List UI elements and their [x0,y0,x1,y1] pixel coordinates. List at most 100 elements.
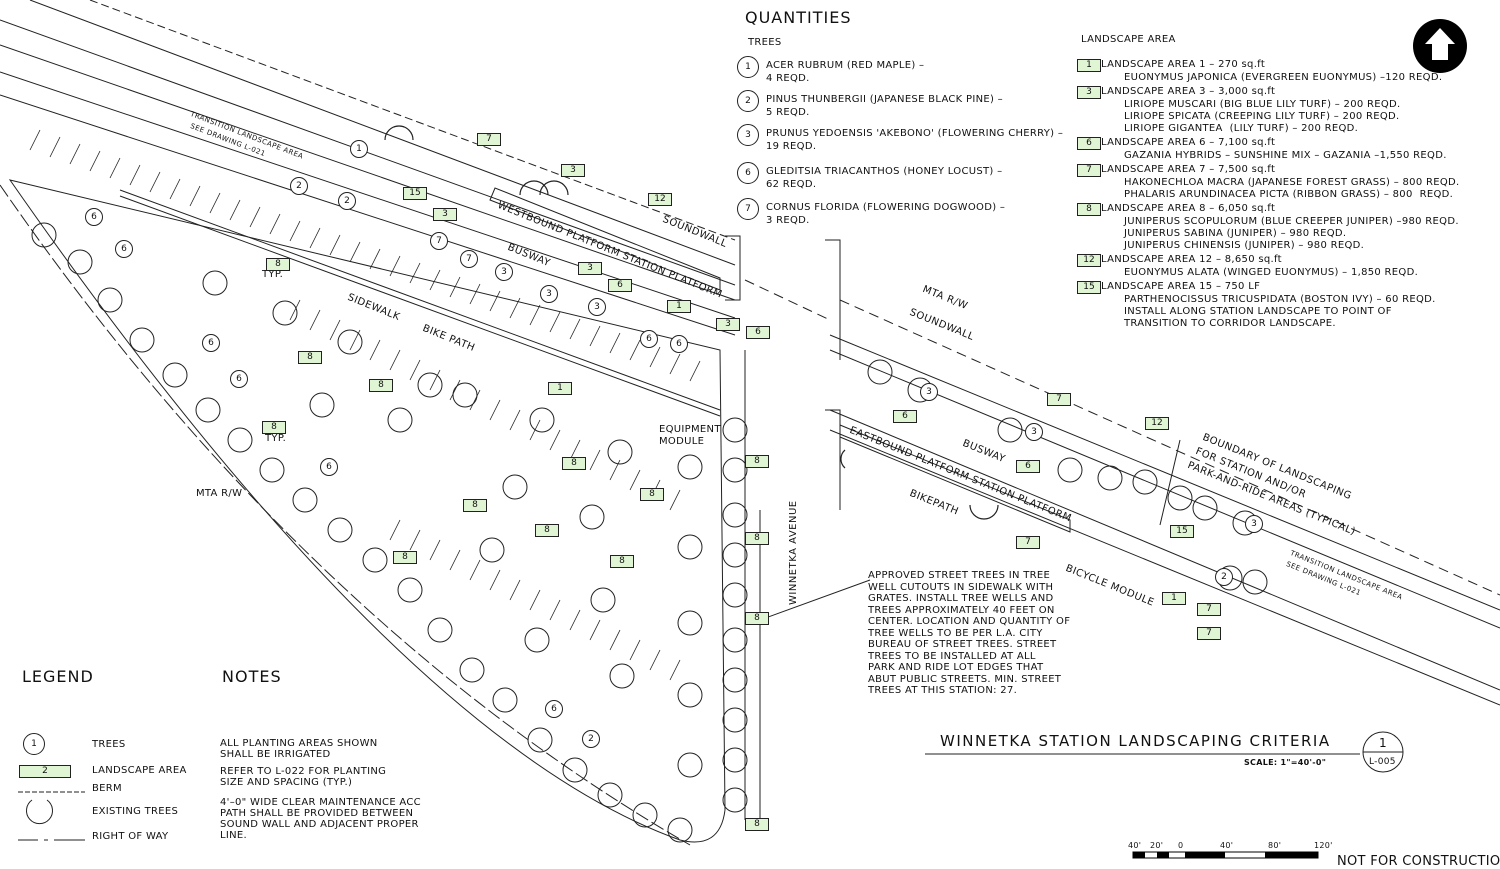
tree-symbol [337,329,363,355]
street-note-line: TREES APPROXIMATELY 40 FEET ON [868,604,1055,616]
area-quantity-item: PHALARIS ARUNDINACEA PICTA (RIBBON GRASS… [1124,189,1454,200]
tree-quantity-reqd: 62 REQD. [766,179,817,190]
legend-tree-symbol: 1 [23,733,45,755]
tree-symbol [722,787,748,813]
landscape-area-tag: 6 [608,279,632,292]
landscape-area-tag: 8 [640,488,664,501]
tree-symbol [722,457,748,483]
note-line: PATH SHALL BE PROVIDED BETWEEN [220,808,414,819]
landscape-area-tag: 12 [1145,417,1169,430]
north-arrow-icon [1413,19,1467,73]
typ-label-2: TYP. [265,433,287,444]
area-quantity-title: LANDSCAPE AREA 3 – 3,000 sq.ft [1101,86,1276,97]
tree-quantity-symbol: 6 [737,162,759,184]
tree-symbol [1192,495,1218,521]
legend-trees: TREES [92,739,126,750]
area-quantity-item: EUONYMUS ALATA (WINGED EUONYMUS) – 1,850… [1124,267,1419,278]
area-quantity-item: PARTHENOCISSUS TRICUSPIDATA (BOSTON IVY)… [1124,294,1436,305]
tree-symbol [1242,569,1268,595]
landscape-area-tag: 7 [1047,393,1071,406]
street-note-line: BUREAU OF STREET TREES. STREET [868,639,1057,650]
legend-landscape-area: LANDSCAPE AREA [92,765,187,776]
corridor-line [839,299,1500,596]
landscape-area-tag: 8 [393,551,417,564]
drawing-title: WINNETKA STATION LANDSCAPING CRITERIA [940,732,1331,750]
area-quantity-item: LIRIOPE MUSCARI (BIG BLUE LILY TURF) – 2… [1124,99,1401,110]
area-quantity-item: TRANSITION TO CORRIDOR LANDSCAPE. [1124,318,1336,329]
tree-symbol [529,407,555,433]
tree-quantity-name: GLEDITSIA TRIACANTHOS (HONEY LOCUST) – [766,166,1003,177]
landscape-area-tag: 1 [1162,592,1186,605]
existing-tree-symbol [519,180,549,196]
tree-symbol [292,487,318,513]
landscape-area-tag: 6 [893,410,917,423]
street-note-line: ABUT PUBLIC STREETS. MIN. STREET [868,673,1062,685]
westbound-platform [489,187,721,291]
tree-symbol [502,474,528,500]
trees-header: TREES [748,37,782,48]
mta-row-line [0,184,691,846]
tree-symbol [1097,465,1123,491]
street-note-line: TREES TO BE INSTALLED AT ALL [868,650,1036,662]
landscape-area-tag: 8 [745,532,769,545]
landscape-area-tag: 8 [562,457,586,470]
tree-quantity-name: PRUNUS YEDOENSIS 'AKEBONO' (FLOWERING CH… [766,128,1064,139]
parking-stripes [389,519,681,681]
area-quantity-item: JUNIPERUS SCOPULORUM (BLUE CREEPER JUNIP… [1124,216,1459,227]
tree-symbol [590,587,616,613]
area-quantity-symbol: 15 [1077,281,1101,294]
landscape-area-tag: 15 [403,187,427,200]
tree-symbol [562,757,588,783]
area-quantity-symbol: 1 [1077,59,1101,72]
tree-tag: 6 [640,330,658,348]
area-quantity-title: LANDSCAPE AREA 6 – 7,100 sq.ft [1101,137,1276,148]
tree-symbol [677,682,703,708]
tree-symbol [479,537,505,563]
area-quantity-title: LANDSCAPE AREA 12 – 8,650 sq.ft [1101,254,1282,265]
tree-symbol [867,359,893,385]
tree-tag: 3 [495,263,513,281]
street-note-line: PARK AND RIDE LOT EDGES THAT [868,662,1044,673]
landscape-area-tag: 8 [745,818,769,831]
sidewalk-line [119,189,721,411]
landscape-area-tag: 3 [433,208,457,221]
tree-tag: 2 [1215,568,1233,586]
tree-symbol [259,457,285,483]
tree-symbol [227,427,253,453]
existing-tree-symbol [539,180,569,196]
area-quantity-title: LANDSCAPE AREA 1 – 270 sq.ft [1101,59,1266,70]
tree-symbol [417,372,443,398]
equipment-module-label: EQUIPMENT MODULE [659,424,721,447]
tree-symbol [609,663,635,689]
tree-symbol [722,582,748,608]
scale-bar-label: 40' [1128,841,1142,850]
area-quantity-title: LANDSCAPE AREA 8 – 6,050 sq.ft [1101,203,1276,214]
landscape-area-tag: 8 [369,379,393,392]
landscape-area-tag: 7 [1197,627,1221,640]
parking-lot-boundary [8,179,726,843]
tree-symbol [607,439,633,465]
tree-quantity-name: PINUS THUNBERGII (JAPANESE BLACK PINE) – [766,94,1003,105]
landscape-area-tag: 3 [578,262,602,275]
tree-symbol [97,287,123,313]
area-quantity-symbol: 6 [1077,137,1101,150]
landscape-area-tag: 3 [561,164,585,177]
tree-tag: 2 [290,177,308,195]
landscape-area-tag: 8 [745,612,769,625]
tree-tag: 3 [540,285,558,303]
tree-symbol [492,687,518,713]
tree-tag: 7 [430,232,448,250]
tree-symbol [722,747,748,773]
tree-symbol [362,547,388,573]
landscape-area-tag: 3 [716,318,740,331]
tree-symbol [1132,469,1158,495]
landscape-area-tag: 8 [610,555,634,568]
leader [1159,439,1181,526]
tree-tag: 3 [920,383,938,401]
corridor-line [29,0,736,266]
landscape-area-tag: 8 [266,258,290,271]
corridor-line [0,94,736,336]
tree-symbol [677,534,703,560]
landscape-area-tag: 8 [463,499,487,512]
